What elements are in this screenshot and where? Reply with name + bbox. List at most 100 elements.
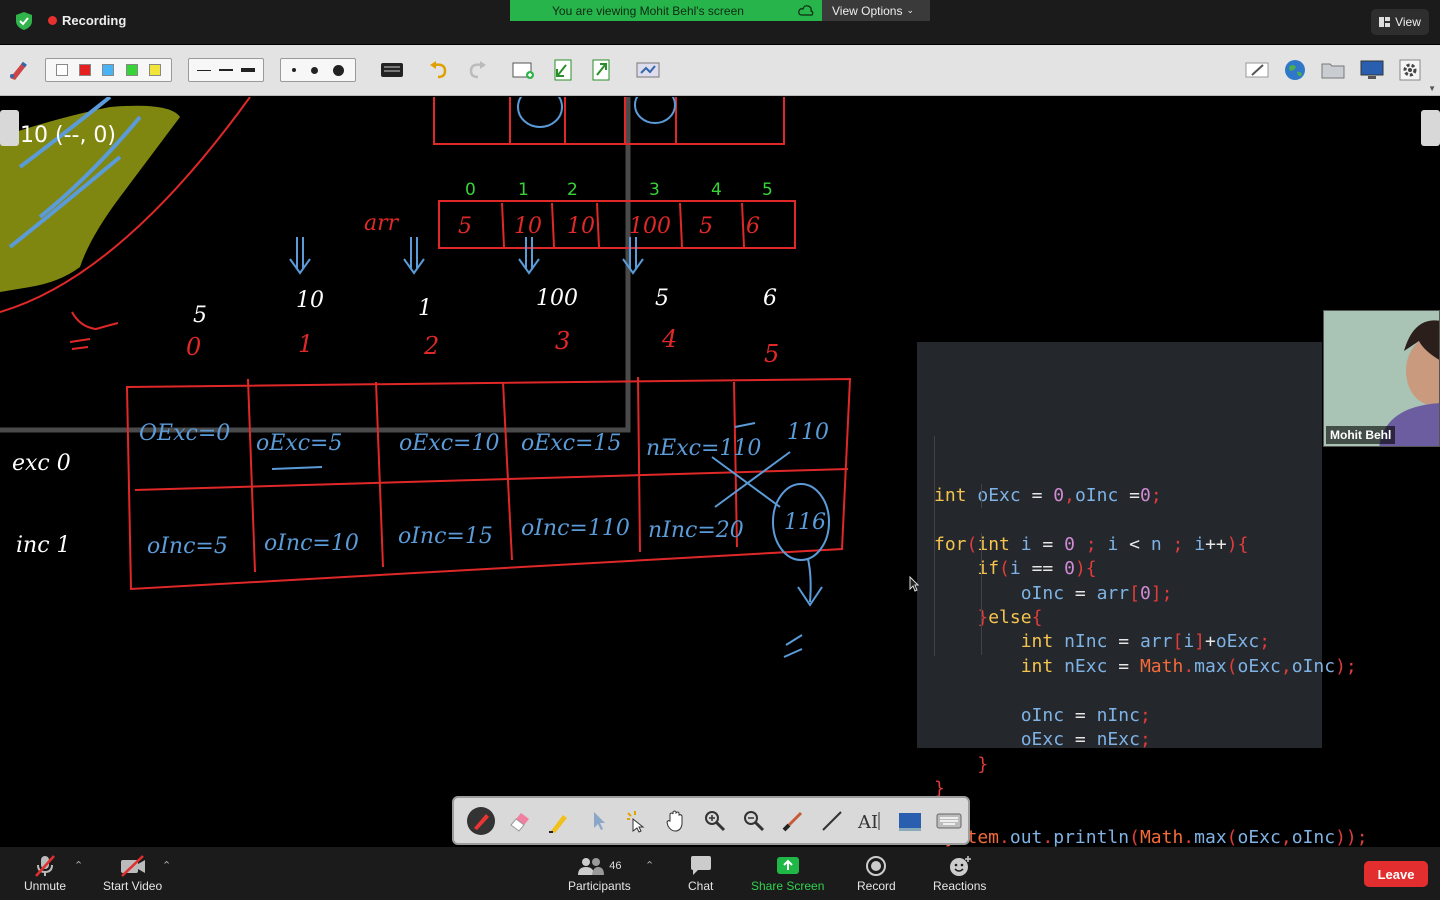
toolbar-expand-caret[interactable]: ▼: [1428, 84, 1436, 93]
zoom-out-icon[interactable]: [734, 801, 773, 841]
globe-icon[interactable]: [1282, 58, 1308, 82]
row-label-inc: inc 1: [16, 533, 71, 558]
code-line: System.out.println(Math.max(oExc,oInc));: [934, 826, 1368, 848]
chat-button[interactable]: Chat: [688, 853, 713, 893]
monitor-icon[interactable]: [1359, 58, 1385, 82]
keyboard-icon[interactable]: [929, 801, 968, 841]
folder-icon[interactable]: [1320, 58, 1346, 82]
unmute-button[interactable]: Unmute: [24, 853, 66, 893]
down-arrow: [403, 237, 425, 275]
code-line: }: [977, 753, 989, 775]
arr-cell-divider: [596, 202, 600, 248]
pointer-icon[interactable]: [579, 801, 618, 841]
eraser-icon[interactable]: [501, 801, 540, 841]
dot-size-large[interactable]: [332, 64, 344, 76]
participant-name: Mohit Behl: [1326, 426, 1396, 444]
leave-button[interactable]: Leave: [1364, 861, 1428, 887]
participants-options-caret[interactable]: ⌃: [645, 860, 655, 872]
line-width-medium[interactable]: [219, 69, 233, 71]
arr-value: 10: [567, 214, 595, 239]
participants-button[interactable]: 46 Participants: [568, 853, 631, 893]
edit-pencil-icon[interactable]: [1244, 58, 1270, 82]
magic-pointer-icon[interactable]: [618, 801, 657, 841]
participants-count: 46: [609, 860, 622, 872]
shield-icon: [16, 12, 32, 30]
brush-icon[interactable]: [773, 801, 812, 841]
share-screen-button[interactable]: Share Screen: [751, 853, 824, 893]
start-video-label: Start Video: [103, 879, 163, 893]
index-label: 5: [762, 180, 773, 200]
code-line: int nInc = arr[i]+oExc;: [1020, 631, 1271, 653]
dp-index: 1: [298, 330, 313, 358]
chevron-down-icon: ⌄: [906, 5, 915, 15]
chat-icon: [690, 856, 711, 875]
keyboard-toggle-icon[interactable]: [379, 58, 405, 82]
arr-cell-divider: [741, 202, 745, 248]
color-swatch-blue[interactable]: [102, 64, 115, 76]
index-label: 4: [711, 180, 722, 200]
drawing-toolbar: AI: [452, 796, 970, 845]
color-swatch-white[interactable]: [55, 64, 68, 76]
highlighter-icon[interactable]: [540, 801, 579, 841]
annotation-toolbar: ▼: [0, 45, 1440, 96]
hand-icon[interactable]: [657, 801, 696, 841]
arr-value: 5: [458, 214, 472, 239]
view-options-button[interactable]: View Options ⌄: [822, 0, 930, 21]
text-icon[interactable]: AI: [851, 801, 890, 841]
left-panel-tab[interactable]: [0, 110, 19, 146]
right-panel-tab[interactable]: [1421, 110, 1440, 146]
index-label: 1: [518, 180, 529, 200]
shape-icon[interactable]: [890, 801, 929, 841]
indent-guide: [981, 484, 982, 508]
down-arrow: [518, 237, 540, 275]
color-swatch-yellow[interactable]: [149, 64, 162, 76]
pen-icon[interactable]: [462, 801, 501, 841]
line-icon[interactable]: [812, 801, 851, 841]
record-icon: [866, 856, 887, 876]
start-video-button[interactable]: Start Video: [103, 853, 162, 893]
participant-video-tile[interactable]: Mohit Behl: [1323, 310, 1440, 447]
arr-cell-divider: [551, 202, 555, 248]
color-swatch-red[interactable]: [79, 64, 92, 76]
undo-icon[interactable]: [426, 58, 452, 82]
svg-text:AI: AI: [857, 812, 878, 833]
code-line: oInc = arr[0];: [1020, 582, 1173, 604]
grid-view-icon: [1379, 17, 1391, 27]
arr-value: 5: [699, 214, 713, 239]
dot-size-small[interactable]: [292, 68, 297, 72]
code-lines: int oExc = 0,oInc =0; for(int i = 0 ; i …: [934, 484, 1368, 850]
video-options-caret[interactable]: ⌃: [162, 860, 172, 872]
line-width-thin[interactable]: [197, 69, 211, 71]
mouse-cursor-icon: [909, 576, 919, 592]
previous-page-icon[interactable]: [550, 58, 576, 82]
redo-icon[interactable]: [464, 58, 490, 82]
color-swatch-green[interactable]: [125, 64, 138, 76]
new-page-icon[interactable]: [511, 58, 537, 82]
record-button[interactable]: Record: [857, 853, 896, 893]
dp-value: 5: [655, 286, 669, 311]
reactions-button[interactable]: Reactions: [933, 853, 986, 893]
color-palette: [45, 58, 172, 82]
snapshot-icon[interactable]: [635, 58, 661, 82]
annotation-tools-icon[interactable]: [6, 58, 32, 82]
cloud-icon: [798, 5, 814, 16]
dp-value: 1: [418, 296, 432, 321]
audio-options-caret[interactable]: ⌃: [74, 860, 84, 872]
next-page-icon[interactable]: [588, 58, 614, 82]
inc-cell: oInc=10: [264, 531, 359, 556]
code-line: if(i == 0){: [977, 558, 1097, 580]
dot-size-medium[interactable]: [310, 66, 318, 74]
view-options-label: View Options: [832, 3, 903, 18]
code-line: oExc = nExc;: [1020, 729, 1151, 751]
settings-icon[interactable]: [1397, 58, 1423, 82]
arr-cell-divider: [679, 202, 683, 248]
zoom-in-icon[interactable]: [696, 801, 735, 841]
view-button[interactable]: View: [1371, 9, 1429, 35]
microphone-muted-icon: [35, 855, 55, 877]
line-width-picker: [188, 58, 264, 82]
share-screen-label: Share Screen: [751, 879, 825, 893]
inc-cell: oInc=110: [521, 516, 630, 541]
line-width-thick[interactable]: [241, 68, 255, 72]
recording-label[interactable]: Recording: [62, 13, 127, 28]
